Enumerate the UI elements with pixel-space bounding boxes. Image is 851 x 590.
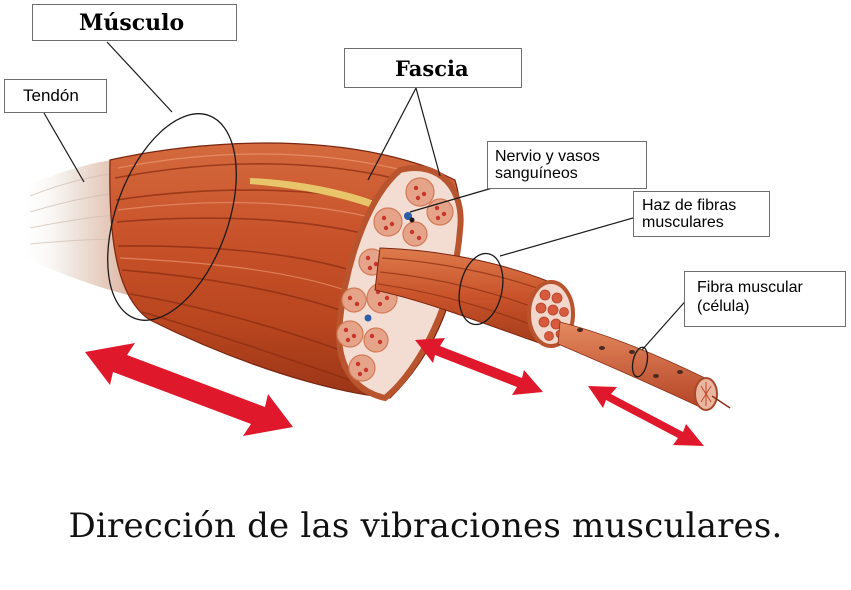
label-fiber-line-2: (célula) [697, 298, 750, 315]
fiber-ring [631, 346, 649, 378]
fascia-strip [250, 178, 395, 214]
fiber-dots [343, 185, 447, 377]
double-headed-arrow-icon [85, 343, 293, 436]
label-nerve-line-1: Nervio y vasos [495, 148, 600, 165]
fascicle-ring [458, 252, 504, 326]
double-headed-arrow-icon [415, 338, 543, 395]
label-tendon-text: Tendón [23, 86, 79, 105]
label-muscle-fiber: Fibra muscular (célula) [684, 271, 846, 327]
myofibril-strand [711, 395, 731, 409]
myofibrils [700, 382, 712, 406]
label-musculo: Músculo [32, 4, 237, 41]
leader-lines [43, 41, 691, 351]
muscle-highlights [117, 153, 426, 291]
muscle-fiber [557, 321, 706, 409]
fiber-nuclei [577, 328, 683, 378]
label-fascicle: Haz de fibras musculares [633, 191, 770, 237]
blood-vessel-dots [364, 212, 415, 322]
label-fiber-line-1: Fibra muscular [697, 279, 803, 296]
label-nerve-line-2: sanguíneos [495, 165, 578, 182]
muscle-ring [107, 113, 237, 321]
label-fascicle-line-1: Haz de fibras [642, 197, 737, 214]
double-headed-arrow-icon [588, 386, 704, 446]
label-nerve-vessels: Nervio y vasos sanguíneos [487, 141, 647, 189]
label-fascia: Fascia [344, 48, 522, 88]
label-fascia-text: Fascia [395, 55, 469, 81]
label-musculo-text: Músculo [79, 9, 185, 36]
fascicle-striations [377, 257, 549, 331]
caption: Dirección de las vibraciones musculares. [68, 506, 783, 546]
label-tendon: Tendón [4, 79, 107, 113]
label-fascicle-line-2: musculares [642, 214, 724, 231]
